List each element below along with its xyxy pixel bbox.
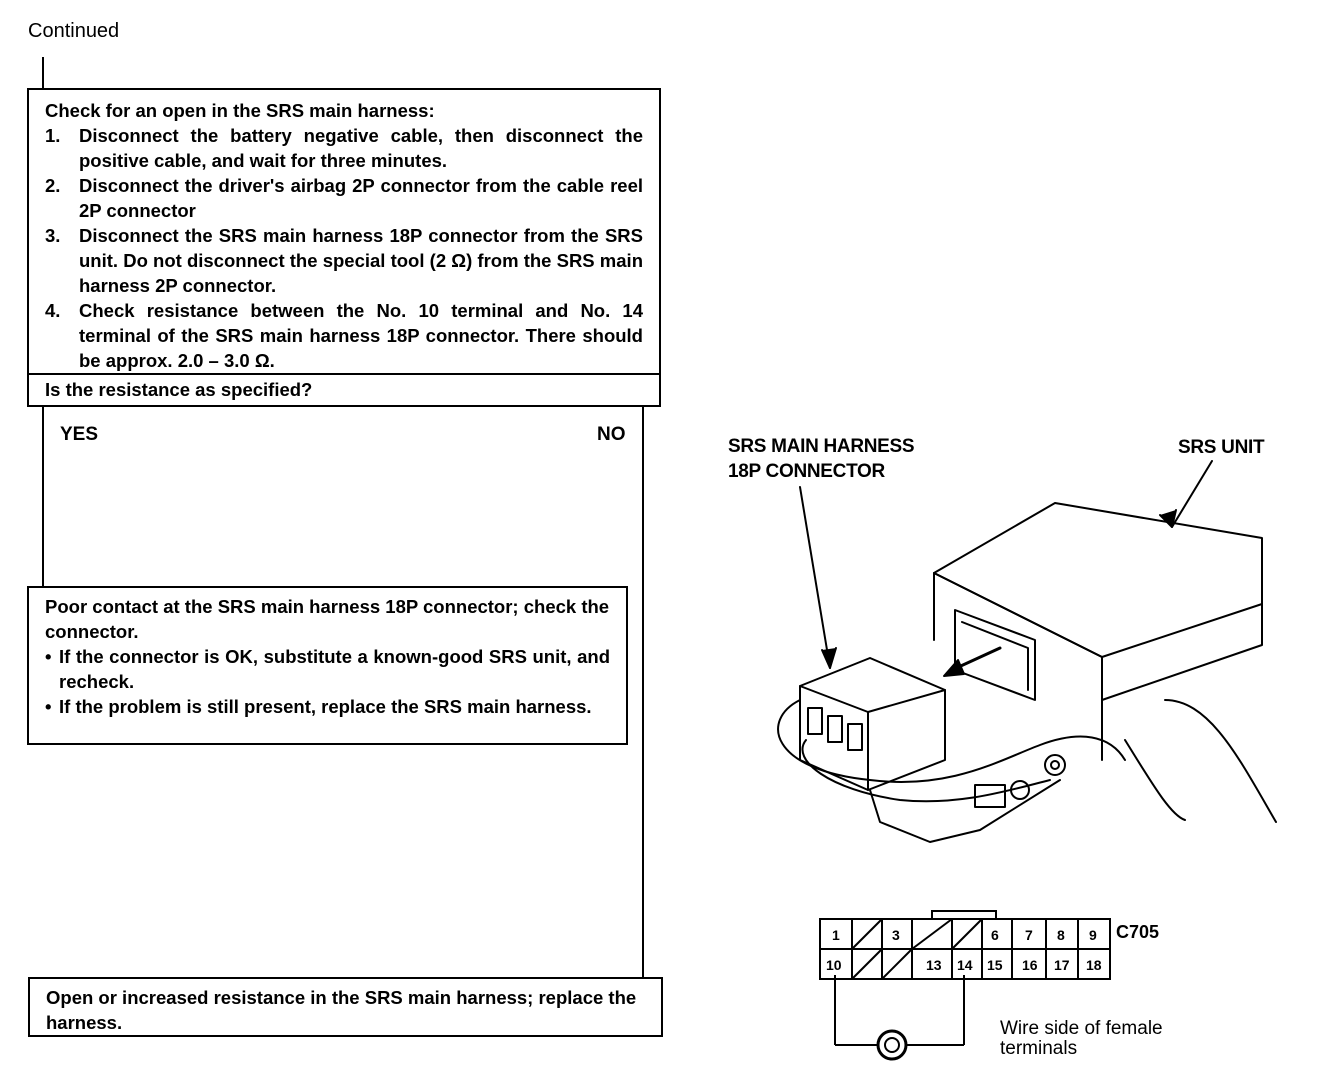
check-procedure-box: Check for an open in the SRS main harnes… (27, 88, 661, 375)
bullet-dot: • (45, 696, 52, 717)
question-box: Is the resistance as specified? (27, 373, 661, 407)
terminal-8: 8 (1057, 927, 1065, 943)
no-label: NO (597, 424, 626, 445)
srs-unit-label: SRS UNIT (1178, 437, 1265, 458)
harness-label-line2: 18P CONNECTOR (728, 461, 885, 482)
terminal-13: 13 (926, 957, 942, 973)
wire-side-line1: Wire side of female (1000, 1018, 1163, 1039)
step-text: Check resistance between the No. 10 term… (79, 300, 643, 371)
step-text: Disconnect the battery negative cable, t… (79, 125, 643, 171)
continued-label: Continued (28, 20, 120, 42)
step-text: Disconnect the driver's airbag 2P connec… (79, 175, 643, 221)
terminal-15: 15 (987, 957, 1003, 973)
harness-label-line1: SRS MAIN HARNESS (728, 436, 915, 457)
terminal-7: 7 (1025, 927, 1033, 943)
terminal-10: 10 (826, 957, 842, 973)
step-3: 3. Disconnect the SRS main harness 18P c… (45, 223, 643, 298)
wire-side-line2: terminals (1000, 1038, 1078, 1059)
terminal-14: 14 (957, 957, 973, 973)
terminal-3: 3 (892, 927, 900, 943)
connector-id-label: C705 (1116, 922, 1160, 942)
yes-label: YES (60, 424, 99, 445)
no-result-box: Open or increased resistance in the SRS … (28, 977, 663, 1037)
step-number: 4. (45, 300, 61, 321)
step-number: 3. (45, 225, 61, 246)
yes-bullet-1: • If the connector is OK, substitute a k… (45, 644, 610, 694)
yes-bullet-2: • If the problem is still present, repla… (45, 694, 610, 719)
wire-side-label: Wire side of female terminals (1000, 1019, 1163, 1059)
yes-result-box: Poor contact at the SRS main harness 18P… (27, 586, 628, 745)
step-4: 4. Check resistance between the No. 10 t… (45, 298, 643, 373)
terminal-16: 16 (1022, 957, 1038, 973)
terminal-9: 9 (1089, 927, 1097, 943)
step-number: 2. (45, 175, 61, 196)
check-heading: Check for an open in the SRS main harnes… (45, 100, 435, 121)
step-2: 2. Disconnect the driver's airbag 2P con… (45, 173, 643, 223)
bullet-text: If the problem is still present, replace… (59, 696, 592, 717)
terminal-1: 1 (832, 927, 840, 943)
bullet-text: If the connector is OK, substitute a kno… (59, 646, 610, 692)
terminal-18: 18 (1086, 957, 1102, 973)
step-text: Disconnect the SRS main harness 18P conn… (79, 225, 643, 296)
terminal-6: 6 (991, 927, 999, 943)
terminal-17: 17 (1054, 957, 1070, 973)
harness-connector-label: SRS MAIN HARNESS 18P CONNECTOR (728, 434, 915, 484)
yes-result-text: Poor contact at the SRS main harness 18P… (45, 596, 610, 642)
step-1: 1. Disconnect the battery negative cable… (45, 123, 643, 173)
bullet-dot: • (45, 646, 52, 667)
step-number: 1. (45, 125, 61, 146)
